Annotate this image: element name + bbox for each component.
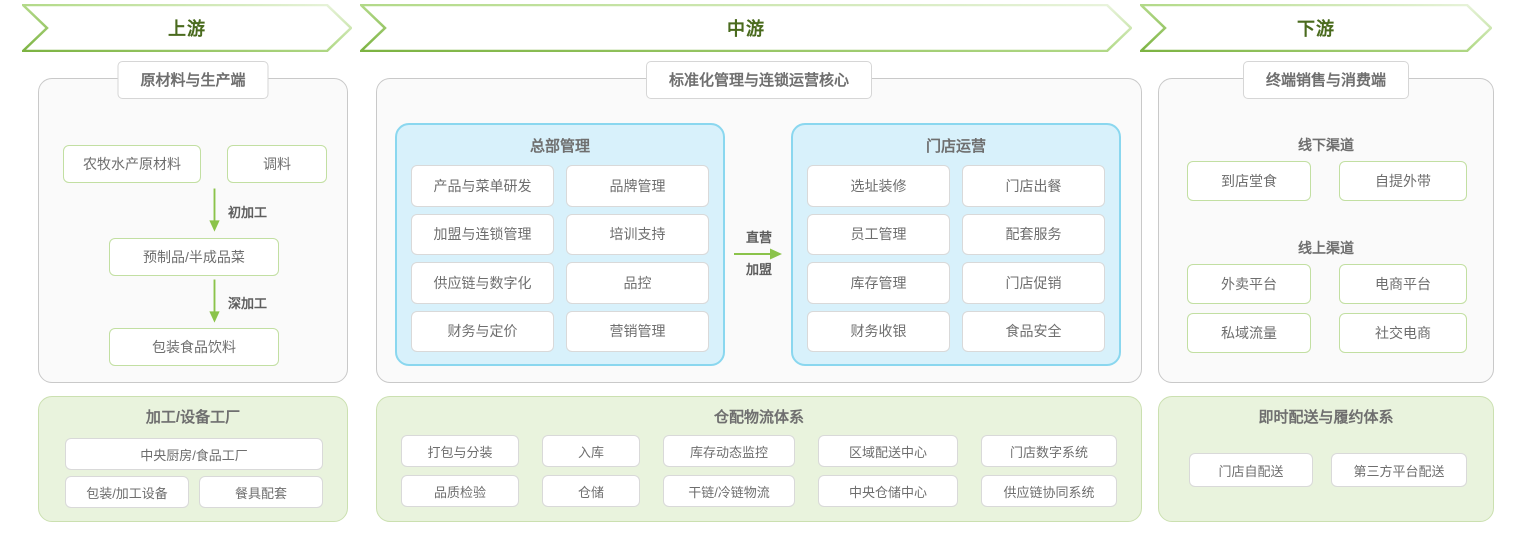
- logistics-item[interactable]: 干链/冷链物流: [663, 475, 795, 507]
- store-item[interactable]: 选址装修: [807, 165, 950, 207]
- hq-item[interactable]: 营销管理: [566, 310, 709, 352]
- node-central-kitchen[interactable]: 中央厨房/食品工厂: [65, 438, 323, 470]
- headquarters-grid: 产品与菜单研发 品牌管理 加盟与连锁管理 培训支持 供应链与数字化 品控 财务与…: [411, 165, 709, 352]
- panel-title-upstream: 原材料与生产端: [117, 61, 269, 99]
- panel-processing-factory: 加工/设备工厂 中央厨房/食品工厂 包装/加工设备 餐具配套: [38, 396, 348, 522]
- stage-banner-midstream: 中游: [360, 4, 1132, 52]
- store-item[interactable]: 门店出餐: [962, 165, 1105, 207]
- node-social-commerce[interactable]: 社交电商: [1339, 313, 1467, 353]
- stage-banner-label: 下游: [1297, 19, 1335, 39]
- hq-item[interactable]: 供应链与数字化: [411, 262, 554, 304]
- node-third-party-delivery[interactable]: 第三方平台配送: [1331, 453, 1467, 487]
- hq-item[interactable]: 产品与菜单研发: [411, 165, 554, 207]
- hq-item[interactable]: 培训支持: [566, 213, 709, 255]
- arrow-primary-processing: 初加工: [207, 187, 267, 235]
- chevron-shape-icon: [360, 4, 1132, 52]
- panel-upstream: 原材料与生产端 农牧水产原材料 调料 初加工 预制品/半成品菜 深加工 包装食品…: [38, 61, 348, 383]
- node-tableware[interactable]: 餐具配套: [199, 476, 323, 508]
- arrow-label: 初加工: [227, 204, 267, 220]
- logistics-item[interactable]: 库存动态监控: [663, 435, 795, 467]
- arrow-deep-processing: 深加工: [207, 278, 267, 326]
- node-semi-finished[interactable]: 预制品/半成品菜: [109, 238, 279, 276]
- node-dine-in[interactable]: 到店堂食: [1187, 161, 1311, 201]
- stage-banner-downstream: 下游: [1140, 4, 1492, 52]
- store-item[interactable]: 食品安全: [962, 310, 1105, 352]
- stage-banner-row: 上游 中游 下游: [0, 0, 1514, 56]
- store-item[interactable]: 门店促销: [962, 262, 1105, 304]
- hq-item[interactable]: 财务与定价: [411, 310, 554, 352]
- group-title-store-operations: 门店运营: [925, 138, 986, 155]
- logistics-item[interactable]: 入库: [542, 435, 640, 467]
- arrow-right-icon: [734, 248, 782, 260]
- node-store-self-delivery[interactable]: 门店自配送: [1189, 453, 1313, 487]
- logistics-item[interactable]: 门店数字系统: [981, 435, 1117, 467]
- group-store-operations: 门店运营 选址装修 门店出餐 员工管理 配套服务 库存管理 门店促销 财务收银 …: [791, 123, 1121, 366]
- panel-warehouse-logistics: 仓配物流体系 打包与分装 入库 库存动态监控 区域配送中心 门店数字系统 品质检…: [376, 396, 1142, 522]
- connector-label-direct: 直营: [745, 230, 772, 245]
- subheading-offline-channel: 线下渠道: [1298, 137, 1354, 153]
- node-delivery-platform[interactable]: 外卖平台: [1187, 264, 1311, 304]
- arrow-down-icon: [209, 188, 220, 232]
- store-item[interactable]: 配套服务: [962, 213, 1105, 255]
- store-item[interactable]: 库存管理: [807, 262, 950, 304]
- panel-title-warehouse-logistics: 仓配物流体系: [713, 409, 804, 426]
- logistics-item[interactable]: 中央仓储中心: [818, 475, 958, 507]
- node-takeaway-pickup[interactable]: 自提外带: [1339, 161, 1467, 201]
- store-operations-grid: 选址装修 门店出餐 员工管理 配套服务 库存管理 门店促销 财务收银 食品安全: [807, 165, 1105, 352]
- hq-item[interactable]: 加盟与连锁管理: [411, 213, 554, 255]
- panel-title-downstream: 终端销售与消费端: [1242, 61, 1410, 99]
- subheading-online-channel: 线上渠道: [1298, 240, 1354, 256]
- store-item[interactable]: 财务收银: [807, 310, 950, 352]
- logistics-item[interactable]: 仓储: [542, 475, 640, 507]
- logistics-grid: 打包与分装 入库 库存动态监控 区域配送中心 门店数字系统 品质检验 仓储 干链…: [401, 435, 1117, 507]
- panel-title-midstream: 标准化管理与连锁运营核心: [645, 61, 873, 99]
- logistics-item[interactable]: 供应链协同系统: [981, 475, 1117, 507]
- chevron-shape-icon: [1140, 4, 1492, 52]
- connector-label-franchise: 加盟: [745, 262, 772, 277]
- panel-title-instant-delivery: 即时配送与履约体系: [1258, 409, 1394, 426]
- stage-banner-label: 上游: [168, 19, 206, 39]
- node-ecommerce-platform[interactable]: 电商平台: [1339, 264, 1467, 304]
- panel-midstream: 标准化管理与连锁运营核心 总部管理 产品与菜单研发 品牌管理 加盟与连锁管理 培…: [376, 61, 1142, 383]
- logistics-item[interactable]: 打包与分装: [401, 435, 519, 467]
- group-headquarters: 总部管理 产品与菜单研发 品牌管理 加盟与连锁管理 培训支持 供应链与数字化 品…: [395, 123, 725, 366]
- logistics-item[interactable]: 品质检验: [401, 475, 519, 507]
- hq-item[interactable]: 品控: [566, 262, 709, 304]
- stage-banner-label: 中游: [727, 19, 765, 39]
- arrow-down-icon: [209, 279, 220, 323]
- arrow-label: 深加工: [227, 295, 267, 311]
- stage-banner-upstream: 上游: [22, 4, 352, 52]
- node-packaging-equipment[interactable]: 包装/加工设备: [65, 476, 189, 508]
- connector-hq-to-store: 直营 加盟: [731, 219, 787, 289]
- node-packaged-food[interactable]: 包装食品饮料: [109, 328, 279, 366]
- logistics-item[interactable]: 区域配送中心: [818, 435, 958, 467]
- node-raw-material[interactable]: 农牧水产原材料: [63, 145, 201, 183]
- hq-item[interactable]: 品牌管理: [566, 165, 709, 207]
- node-seasoning[interactable]: 调料: [227, 145, 327, 183]
- store-item[interactable]: 员工管理: [807, 213, 950, 255]
- node-private-traffic[interactable]: 私域流量: [1187, 313, 1311, 353]
- panel-downstream: 终端销售与消费端 线下渠道 到店堂食 自提外带 线上渠道 外卖平台 电商平台 私…: [1158, 61, 1494, 383]
- panel-instant-delivery: 即时配送与履约体系 门店自配送 第三方平台配送: [1158, 396, 1494, 522]
- group-title-headquarters: 总部管理: [529, 138, 590, 155]
- panel-title-processing-factory: 加工/设备工厂: [145, 409, 241, 426]
- chevron-shape-icon: [22, 4, 352, 52]
